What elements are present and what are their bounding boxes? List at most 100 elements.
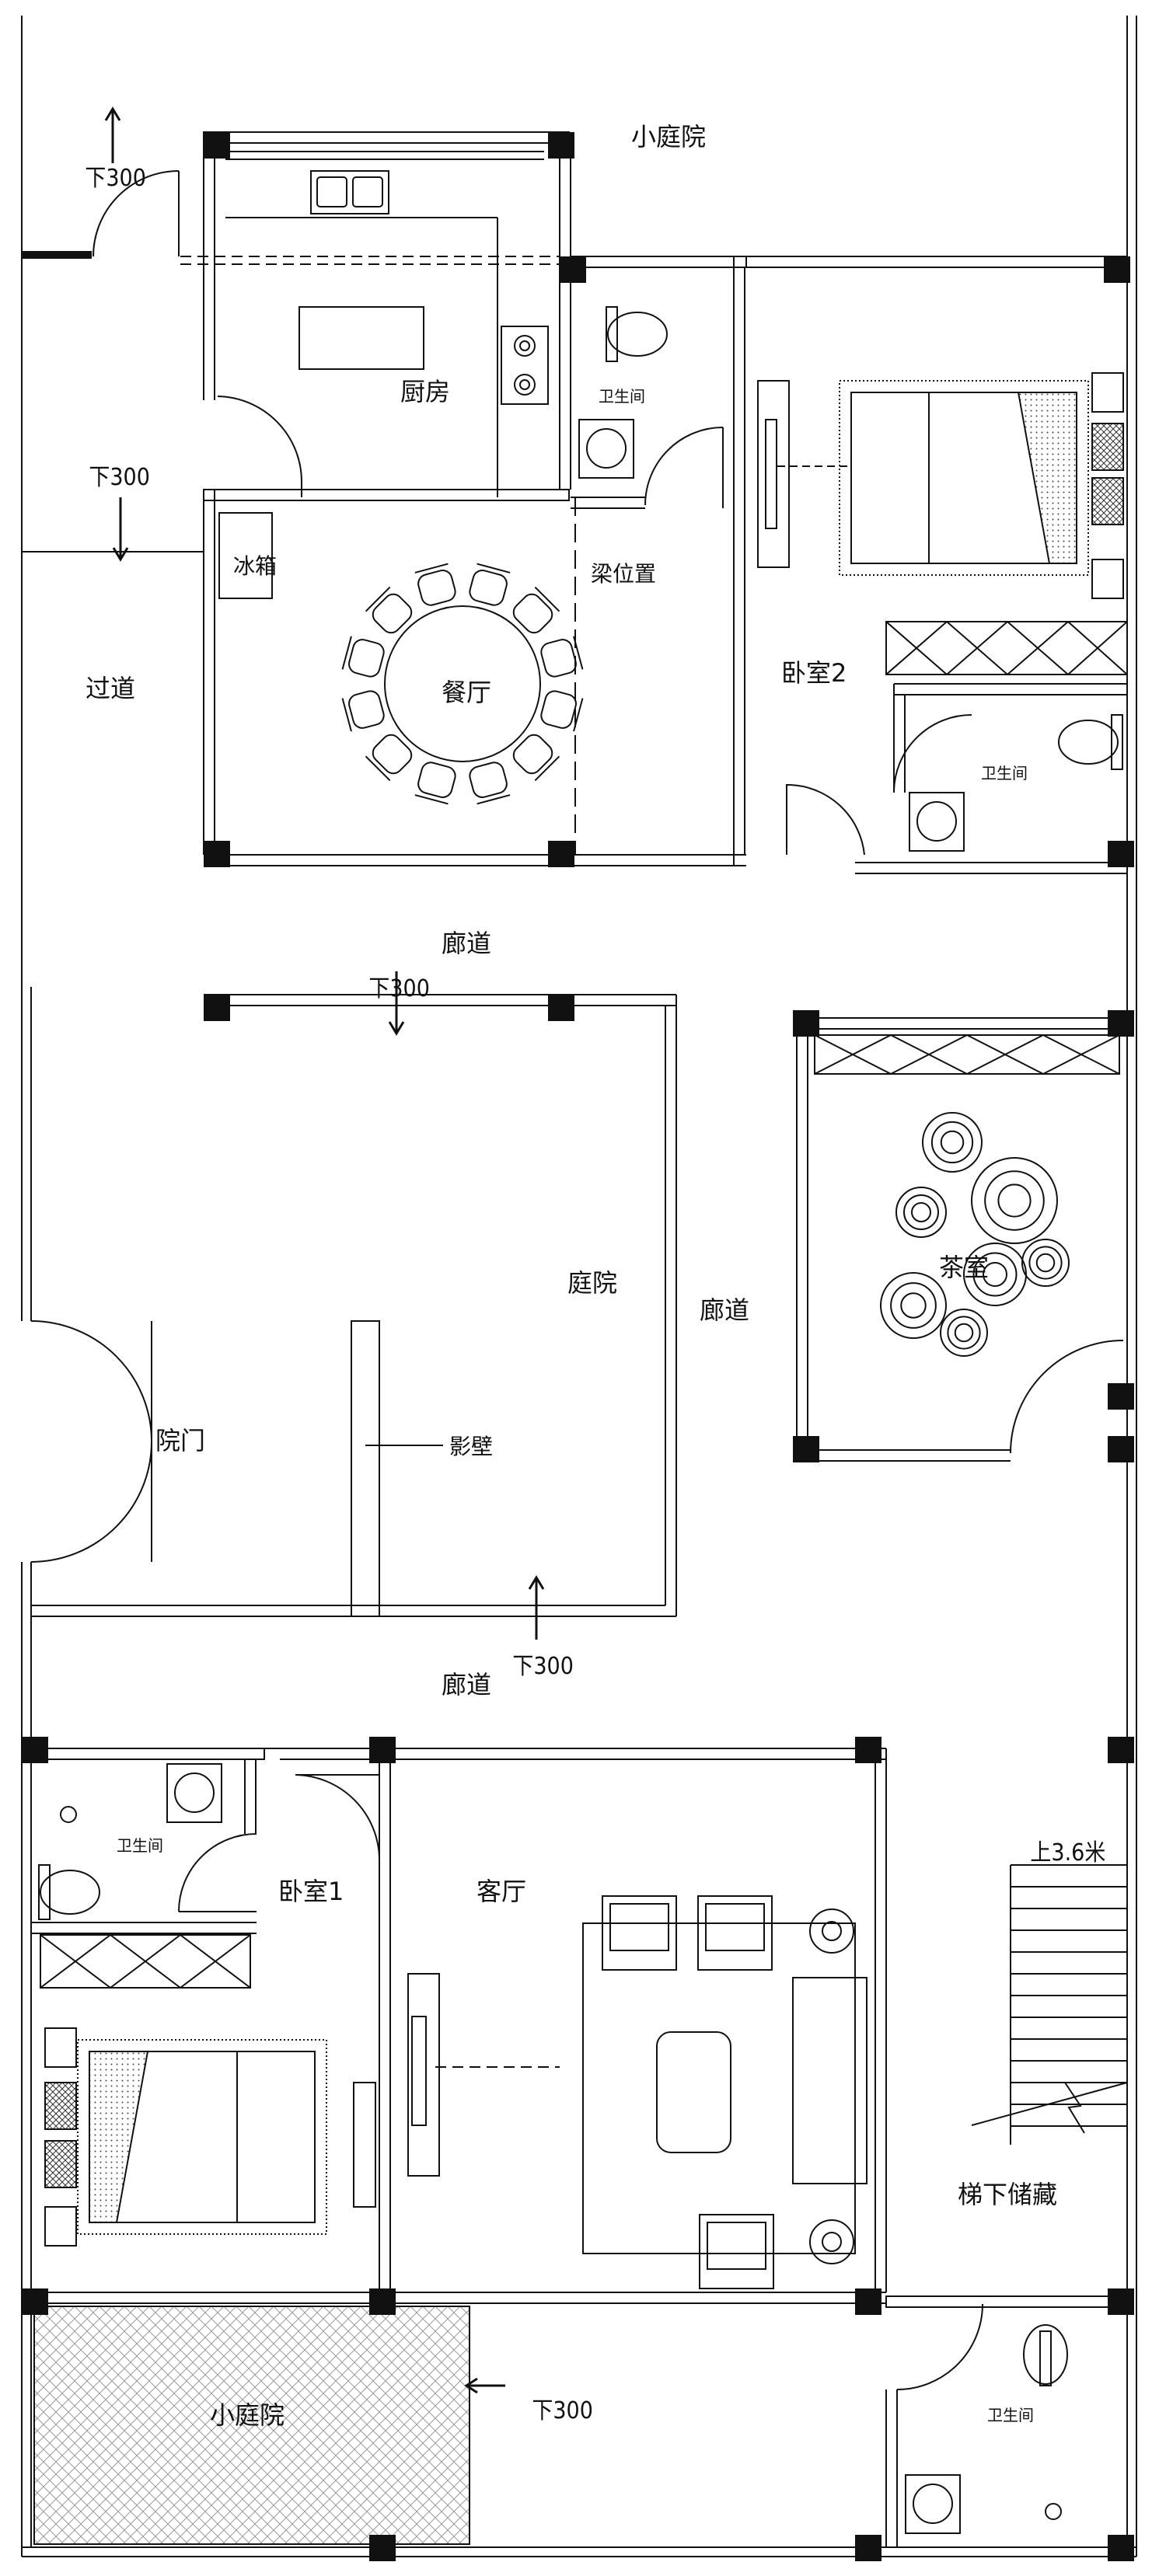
staircase [1010, 1864, 1127, 2145]
label-dining: 餐厅 [442, 678, 492, 707]
fridge-icon [218, 512, 273, 599]
column [548, 132, 574, 159]
dining-chair [469, 762, 511, 805]
column [1108, 2535, 1134, 2561]
washbasin-icon [909, 792, 965, 852]
label-gate: 院门 [155, 1426, 206, 1455]
kitchen-door-arc [217, 396, 302, 483]
tea-seat [903, 1194, 939, 1230]
column [22, 2288, 48, 2315]
label-screen-wall: 影壁 [449, 1434, 494, 1459]
dining-chair [414, 563, 456, 606]
label-bathroom-b2: 卫生间 [981, 764, 1028, 783]
dining-chair [365, 734, 413, 782]
tea-seat [983, 1262, 1007, 1287]
label-small-courtyard-bottom: 小庭院 [210, 2400, 285, 2430]
column [204, 841, 230, 867]
level-arrows [104, 106, 545, 2394]
column [855, 2535, 881, 2561]
column [22, 1737, 48, 1763]
label-corridor-mid: 廊道 [442, 1670, 492, 1699]
dining-chair [414, 762, 456, 805]
washbasin-icon [166, 1763, 222, 1823]
tea-seat [930, 1121, 974, 1164]
bathroom-top-walls [570, 256, 747, 509]
tv-cabinet [757, 380, 790, 568]
structural-columns [22, 132, 1134, 2561]
dining-chair [512, 586, 560, 634]
tea-seat [911, 1202, 931, 1222]
floor-drain-icon [60, 1806, 77, 1823]
dining-chair [512, 734, 560, 782]
sofa-set [582, 1895, 868, 2289]
living-walls [407, 1748, 887, 2292]
tea-seat [954, 1323, 974, 1343]
dining-table [341, 563, 584, 805]
column [1108, 1383, 1134, 1410]
tea-seat [890, 1282, 937, 1329]
bed-icon [44, 2027, 327, 2247]
bedroom1-door-arc [295, 1774, 380, 1860]
bath-bottom-door-arc [896, 2303, 983, 2390]
column [793, 1436, 819, 1462]
wardrobe [40, 1934, 251, 1989]
tea-seat [880, 1272, 947, 1339]
dining-chair [365, 586, 413, 634]
floor-drain-icon [1045, 2503, 1062, 2520]
bath-b2-door-arc [893, 714, 972, 793]
label-stair-up: 上3.6米 [1030, 1839, 1106, 1867]
column [548, 841, 574, 867]
label-bathroom-b1: 卫生间 [117, 1836, 163, 1855]
wardrobe [885, 621, 1128, 675]
dining-walls [203, 489, 746, 866]
dining-chair [540, 636, 584, 678]
column [560, 256, 586, 283]
column [1108, 2288, 1134, 2315]
column [548, 995, 574, 1021]
bed-icon [839, 372, 1124, 599]
toilet-icon [38, 1864, 100, 1920]
label-beam: 梁位置 [591, 561, 657, 587]
label-bedroom1: 卧室1 [278, 1877, 344, 1906]
toilet-icon [606, 306, 668, 362]
label-kitchen: 厨房 [400, 377, 451, 406]
tea-seat [997, 1183, 1032, 1218]
tea-seat [940, 1130, 965, 1155]
tea-seat [972, 1252, 1018, 1297]
column [369, 1737, 396, 1763]
sink-icon [310, 170, 389, 214]
washbasin-icon [578, 419, 634, 479]
small-courtyard-paving [33, 2306, 470, 2545]
label-small-courtyard-top: 小庭院 [631, 122, 707, 152]
side-door-arc [93, 170, 180, 257]
tea-seat [940, 1309, 988, 1357]
column [793, 1010, 819, 1037]
column [1108, 1737, 1134, 1763]
label-level-e: 下300 [532, 2397, 593, 2424]
label-bathroom-bottom: 卫生间 [987, 2406, 1034, 2424]
label-level-b: 下300 [89, 464, 150, 491]
bedroom2-door-arc [786, 783, 865, 856]
label-level-c: 下300 [368, 975, 430, 1002]
tea-table [880, 1112, 1070, 1357]
column [204, 995, 230, 1021]
washbasin-icon [905, 2474, 961, 2534]
label-fridge: 冰箱 [233, 553, 278, 579]
label-bedroom2: 卧室2 [781, 658, 847, 688]
dining-chair [341, 690, 385, 732]
courtyard-walls [31, 994, 677, 1617]
tea-room-walls [796, 1017, 1128, 1462]
label-passage: 过道 [86, 674, 136, 703]
tea-seat [922, 1112, 983, 1173]
column [1108, 841, 1134, 867]
tea-seat [1035, 1253, 1056, 1273]
dining-chair [540, 690, 584, 732]
label-courtyard: 庭院 [567, 1268, 618, 1298]
dining-chair [341, 636, 385, 678]
label-corridor-right: 廊道 [700, 1295, 750, 1325]
tea-seat [1021, 1239, 1070, 1287]
stove-icon [501, 326, 549, 405]
tea-seat [971, 1157, 1058, 1244]
tea-seat [1028, 1246, 1063, 1280]
column [369, 2535, 396, 2561]
